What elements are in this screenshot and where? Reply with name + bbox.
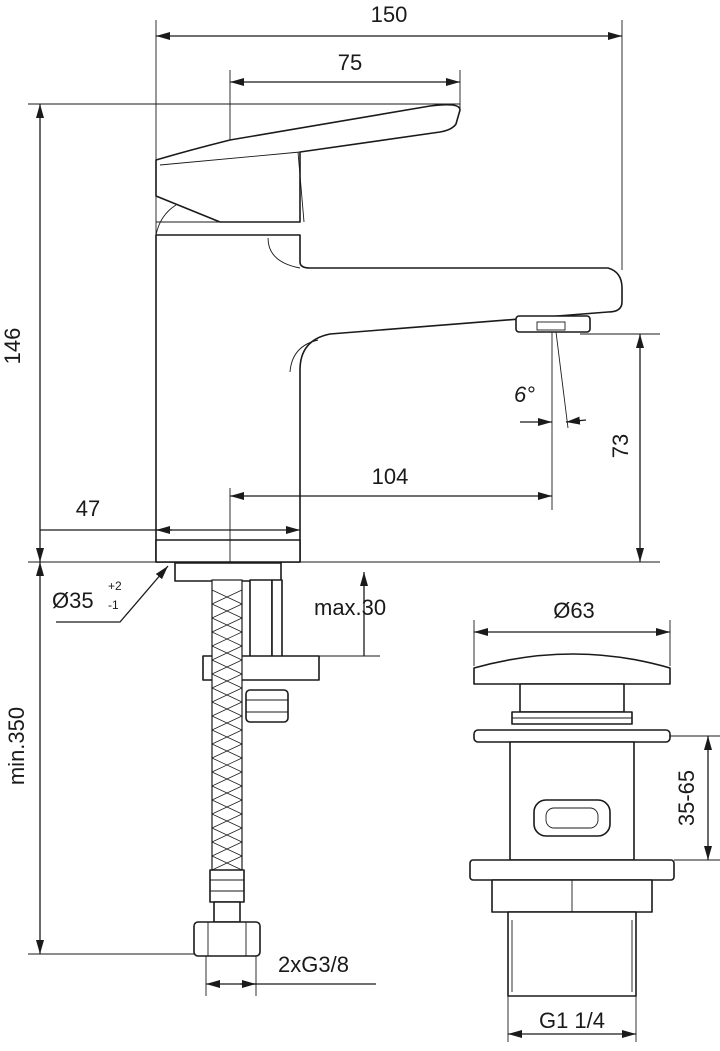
waste-flange xyxy=(473,729,671,743)
label-deck-thickness: max.30 xyxy=(314,595,386,620)
faucet-side-view xyxy=(155,103,623,957)
label-total-height: 146 xyxy=(0,328,25,365)
label-base-tol-plus: +2 xyxy=(108,579,122,593)
waste-cap xyxy=(473,653,671,685)
faucet-handle xyxy=(155,103,461,223)
label-waste-height: 35-65 xyxy=(674,770,699,826)
label-total-width: 150 xyxy=(371,2,408,27)
fixing-nut xyxy=(245,689,289,723)
dimension-labels: 150 75 146 47 104 73 6° Ø35 +2 -1 max.30… xyxy=(0,2,699,1033)
faucet-spout xyxy=(155,234,623,563)
label-base-width: 47 xyxy=(76,496,100,521)
label-spout-reach: 104 xyxy=(372,464,409,489)
label-waste-thread: G1 1/4 xyxy=(539,1008,605,1033)
label-hose-length: min.350 xyxy=(4,707,29,785)
extension-lines xyxy=(28,20,720,1042)
waste-nut xyxy=(469,859,675,881)
faucet-base xyxy=(155,539,301,563)
overflow-slot xyxy=(533,799,611,837)
label-base-diameter: Ø35 xyxy=(52,588,94,613)
label-handle-length: 75 xyxy=(338,50,362,75)
braided-hose xyxy=(211,579,243,873)
waste-thread xyxy=(507,911,637,997)
label-connection-thread: 2xG3/8 xyxy=(278,952,349,977)
dimension-lines xyxy=(36,32,712,1038)
label-waste-diameter: Ø63 xyxy=(553,598,595,623)
hose-braid xyxy=(211,589,243,871)
aerator xyxy=(515,315,591,333)
label-spout-height: 73 xyxy=(608,434,633,458)
label-base-tol-minus: -1 xyxy=(108,598,119,612)
waste-side-view xyxy=(469,653,675,997)
connection-nut xyxy=(193,921,261,957)
label-spout-angle: 6° xyxy=(514,382,535,407)
leader-base-diameter xyxy=(56,565,169,623)
